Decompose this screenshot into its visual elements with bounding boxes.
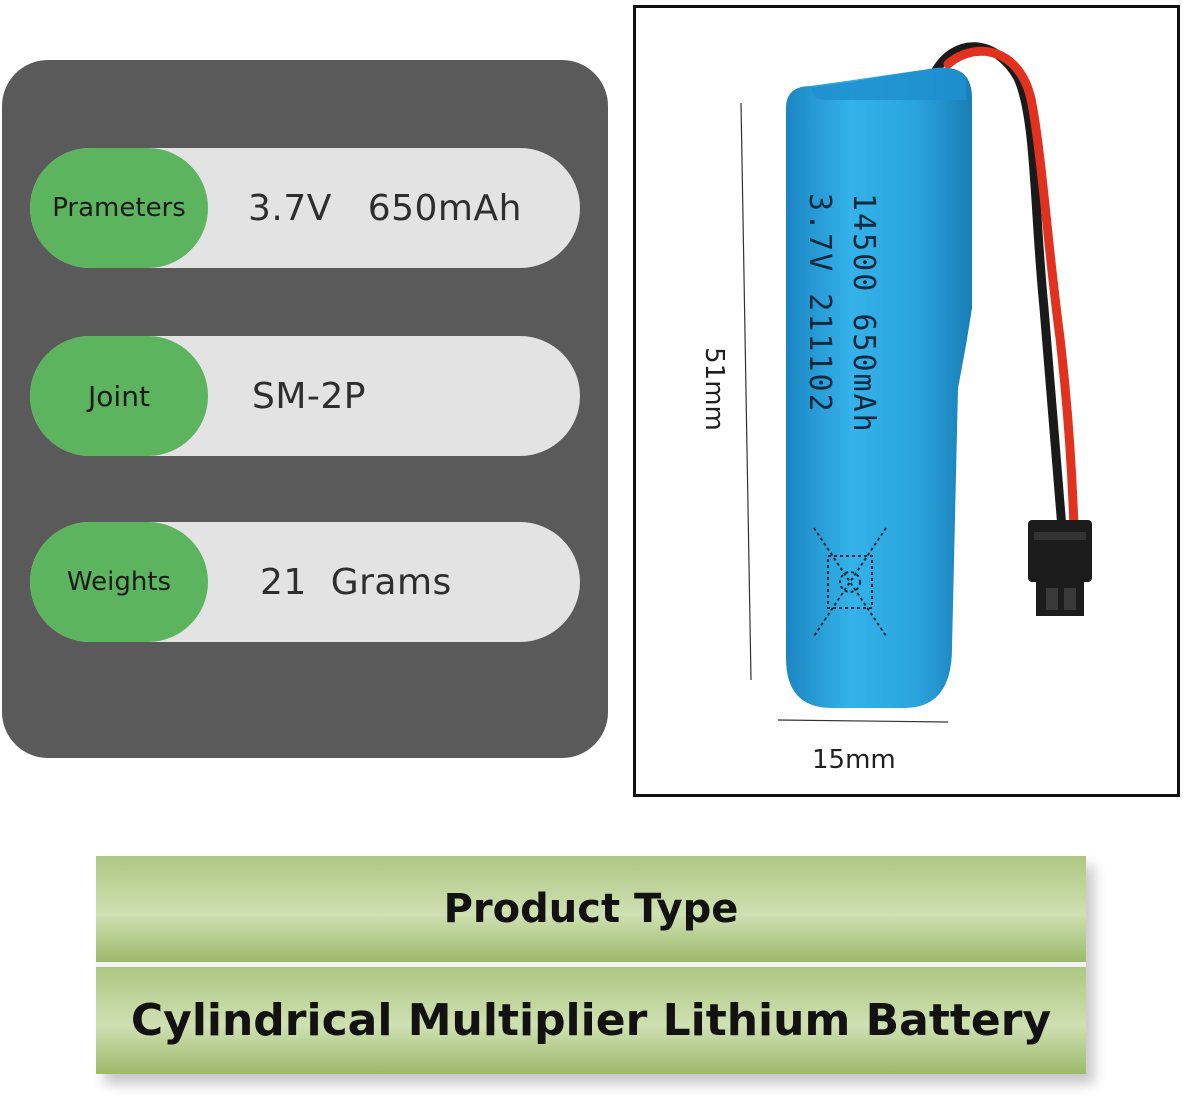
spec-row-weights: Weights 21 Grams — [30, 522, 580, 642]
spec-value-weights: 21 Grams — [260, 561, 452, 603]
battery-print: 14500 650mAh 3.7V 211102 — [802, 193, 881, 434]
battery-body — [786, 67, 972, 708]
product-type-banner: Product Type Cylindrical Multiplier Lith… — [96, 856, 1086, 1074]
spec-value-joint: SM-2P — [252, 375, 367, 417]
battery-print-line2: 3.7V 211102 — [802, 193, 837, 414]
battery-logo-mark — [813, 527, 887, 637]
product-type-heading: Product Type — [96, 856, 1086, 962]
height-dimension-label: 51mm — [699, 347, 729, 431]
connector — [1028, 520, 1092, 616]
height-dimension-line — [740, 102, 752, 681]
wire-red — [943, 46, 1079, 533]
spec-value-parameters: 3.7V 650mAh — [248, 187, 522, 229]
spec-label-joint: Joint — [30, 336, 208, 456]
battery-print-line1: 14500 650mAh — [846, 193, 881, 434]
spec-panel: Prameters 3.7V 650mAh Joint SM-2P Weight… — [2, 60, 608, 758]
battery-illustration: 14500 650mAh 3.7V 211102 — [740, 42, 1092, 723]
product-image-frame: 14500 650mAh 3.7V 211102 51mm 15mm — [633, 5, 1180, 797]
width-dimension-label: 15mm — [812, 745, 896, 775]
product-type-value: Cylindrical Multiplier Lithium Battery — [96, 967, 1086, 1074]
width-dimension-line — [777, 719, 949, 723]
spec-label-weights: Weights — [30, 522, 208, 642]
banner-divider — [96, 962, 1086, 967]
spec-row-parameters: Prameters 3.7V 650mAh — [30, 148, 580, 268]
spec-row-joint: Joint SM-2P — [30, 336, 580, 456]
spec-label-parameters: Prameters — [30, 148, 208, 268]
